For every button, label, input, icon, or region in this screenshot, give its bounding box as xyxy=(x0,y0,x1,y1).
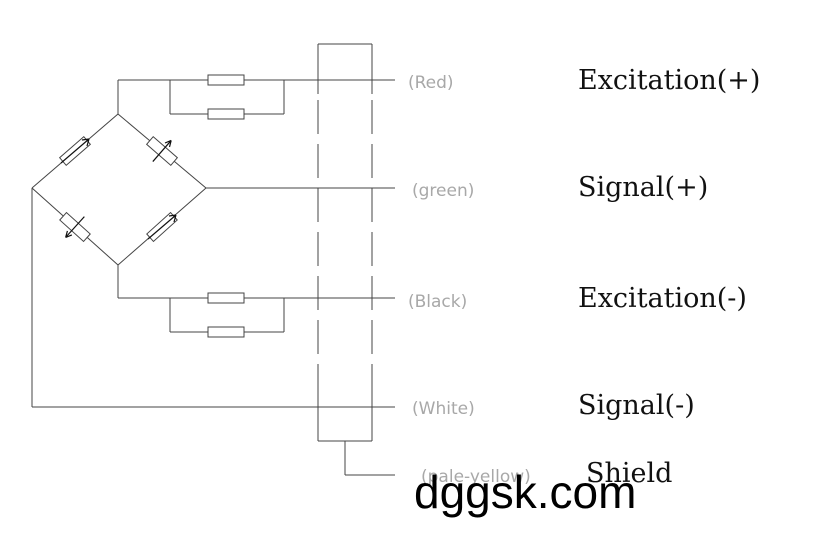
strain-gauge-upper-left xyxy=(58,136,92,166)
compensation-resistor xyxy=(207,292,245,304)
function-excitation-plus: Excitation(+) xyxy=(578,65,760,96)
wire-color-shield: (pale-yellow) xyxy=(421,467,531,487)
strain-gauge-lower-left xyxy=(59,211,91,243)
function-signal-plus: Signal(+) xyxy=(578,172,708,203)
wire-color-green: (green) xyxy=(412,181,474,201)
shield-wire xyxy=(344,441,395,476)
wire-color-black: (Black) xyxy=(408,292,467,312)
signal-minus-wire xyxy=(31,188,395,408)
excitation-plus-branch xyxy=(117,74,395,120)
function-shield: Shield xyxy=(586,458,672,489)
compensation-resistor xyxy=(207,326,245,338)
cable-block xyxy=(317,43,373,442)
wire-color-white: (White) xyxy=(412,399,475,419)
function-excitation-minus: Excitation(-) xyxy=(578,283,747,314)
compensation-resistor xyxy=(207,74,245,86)
function-signal-minus: Signal(-) xyxy=(578,390,695,421)
wire-color-red: (Red) xyxy=(408,73,454,93)
watermark: dggsk.com xyxy=(414,466,636,518)
wheatstone-bridge xyxy=(31,113,207,266)
excitation-minus-branch xyxy=(117,265,395,338)
compensation-resistor xyxy=(207,108,245,120)
strain-gauge-lower-right xyxy=(146,211,178,243)
strain-gauge-upper-right xyxy=(145,136,179,166)
